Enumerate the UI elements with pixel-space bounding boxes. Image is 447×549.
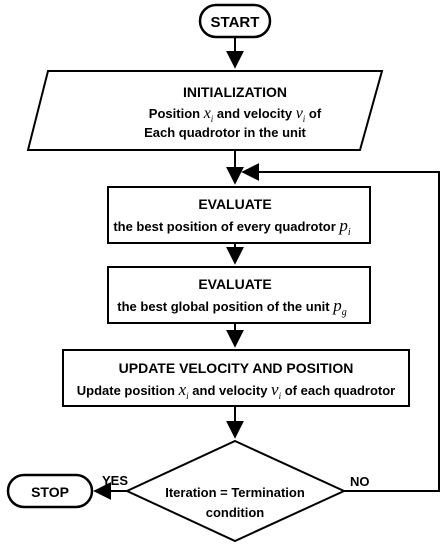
stop-label: STOP bbox=[31, 484, 69, 500]
initialization-box: INITIALIZATION Position xi and velocity … bbox=[26, 70, 384, 151]
start-terminator: START bbox=[198, 3, 272, 39]
update-mid: and velocity bbox=[189, 383, 271, 398]
update-velocity-position-box: UPDATE VELOCITY AND POSITION Update posi… bbox=[62, 349, 410, 407]
update-pre: Update position bbox=[77, 383, 179, 398]
init-line2: Each quadrotor in the unit bbox=[144, 125, 306, 140]
eval1-var-sub: i bbox=[348, 227, 351, 238]
init-var-x-sub: i bbox=[211, 114, 214, 124]
decision-line2: condition bbox=[206, 505, 265, 520]
evaluate-personal-best-box: EVALUATE the best position of every quad… bbox=[107, 186, 371, 244]
evaluate-global-best-box: EVALUATE the best global position of the… bbox=[107, 266, 371, 324]
arrow-no-loop-back bbox=[241, 163, 440, 492]
eval2-text: the best global position of the unit pg bbox=[117, 296, 346, 318]
update-var-x: x bbox=[178, 380, 187, 399]
init-var-x: x bbox=[203, 105, 211, 122]
eval1-text-main: the best position of every quadrotor bbox=[113, 219, 339, 234]
init-line1-mid: and velocity bbox=[213, 106, 295, 121]
eval1-text: the best position of every quadrotor pi bbox=[113, 216, 351, 238]
init-line1-post: of bbox=[305, 106, 322, 121]
yes-label: YES bbox=[102, 473, 128, 488]
termination-decision: Iteration = Termination condition bbox=[124, 439, 347, 543]
decision-line1: Iteration = Termination bbox=[165, 485, 305, 500]
init-line1: Position xi and velocity vi of bbox=[149, 105, 322, 124]
update-post: of each quadrotor bbox=[281, 383, 395, 398]
eval2-var-sub: g bbox=[342, 307, 347, 318]
init-title: INITIALIZATION bbox=[183, 84, 287, 100]
start-label: START bbox=[211, 14, 260, 31]
no-label: NO bbox=[350, 474, 370, 489]
update-var-v-sub: i bbox=[279, 391, 282, 401]
update-text: Update position xi and velocity vi of ea… bbox=[77, 380, 395, 401]
eval2-text-main: the best global position of the unit bbox=[117, 299, 333, 314]
eval1-title: EVALUATE bbox=[198, 196, 271, 212]
init-var-v: v bbox=[296, 105, 304, 122]
init-line1-pre: Position bbox=[149, 106, 204, 121]
init-var-v-sub: i bbox=[303, 114, 306, 124]
eval1-var-p: p bbox=[338, 216, 348, 235]
eval2-var-p: p bbox=[332, 296, 342, 315]
update-var-v: v bbox=[271, 380, 279, 399]
eval2-title: EVALUATE bbox=[198, 276, 271, 292]
stop-terminator: STOP bbox=[6, 473, 94, 509]
update-title: UPDATE VELOCITY AND POSITION bbox=[119, 360, 354, 376]
update-var-x-sub: i bbox=[186, 391, 189, 401]
